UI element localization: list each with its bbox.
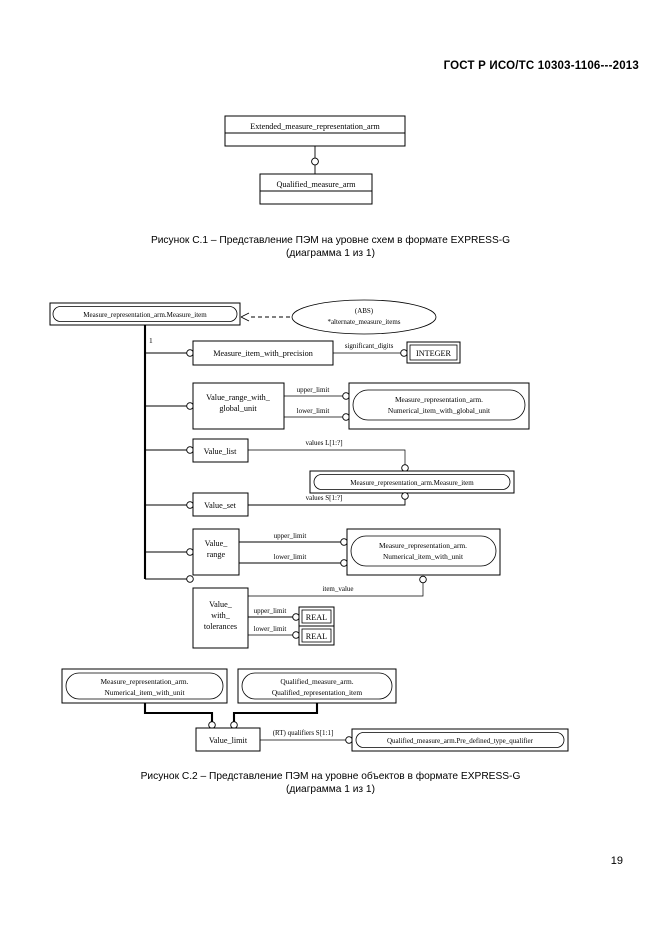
abs-label: (ABS) [355, 307, 374, 315]
node-extended-measure-representation-arm: Extended_measure_representation_arm [224, 115, 406, 147]
edge-label: upper_limit [297, 386, 330, 394]
node-label-line1: Qualified_measure_arm. [280, 677, 353, 686]
edge-values-set: values S[1:?] [248, 492, 409, 506]
subtype-rail: 1 [143, 325, 187, 580]
node-label: Extended_measure_representation_arm [250, 122, 380, 131]
edge-label: significant_digits [345, 342, 394, 350]
node-value-limit: Value_limit [195, 727, 261, 752]
edge-lower-limit-real: lower_limit [248, 625, 300, 639]
edge-lower-limit-global: lower_limit [284, 407, 350, 421]
edge-upper-limit-real: upper_limit [248, 607, 300, 621]
edge-label: lower_limit [297, 407, 330, 415]
node-value-list: Value_list [186, 438, 249, 463]
node-real-lower: REAL [298, 625, 335, 646]
caption-line-1: Рисунок С.1 – Представление ПЭМ на уровн… [150, 235, 511, 246]
edge-label: lower_limit [274, 553, 307, 561]
edge-label: upper_limit [254, 607, 287, 615]
edge-rt-qualifiers: (RT) qualifiers S[1:1] [260, 729, 353, 744]
connector-supertype-brackets [143, 703, 319, 729]
node-label: Measure_representation_arm.Measure_item [83, 311, 207, 319]
caption-line-2: (диаграмма 1 из 1) [286, 248, 375, 259]
edge-values-list: values L[1:?] [248, 439, 409, 472]
node-value-set: Value_set [186, 492, 249, 517]
node-label: Value_limit [209, 736, 248, 745]
figure-c2-diagram: Measure_representation_arm.Measure_item … [49, 299, 569, 752]
edge-label: item_value [322, 585, 353, 593]
edge-abs-to-measure-item [240, 312, 290, 322]
node-measure-item-ref: Measure_representation_arm.Measure_item [309, 470, 515, 494]
node-label-line1: Measure_representation_arm. [100, 677, 188, 686]
node-label: REAL [306, 613, 327, 622]
caption-line-2: (диаграмма 1 из 1) [286, 784, 375, 795]
node-label-line2: Numerical_item_with_unit [383, 552, 464, 561]
node-value-range: Value_ range [186, 528, 240, 576]
node-label: REAL [306, 632, 327, 641]
node-numerical-item-with-global-unit: Measure_representation_arm. Numerical_it… [348, 382, 530, 430]
node-label-line1: Value_ [205, 539, 229, 548]
figure-c1-diagram: Extended_measure_representation_arm Qual… [224, 115, 406, 205]
caption-line-1: Рисунок С.2 – Представление ПЭМ на уровн… [140, 771, 521, 782]
page-number: 19 [610, 855, 623, 867]
node-label-line1: Value_range_with_ [206, 393, 271, 402]
edge-label: (RT) qualifiers S[1:1] [273, 729, 334, 737]
edge-upper-limit-unit: upper_limit [239, 532, 348, 546]
edge-upper-limit-global: upper_limit [284, 386, 350, 400]
node-alternate-measure-items: (ABS) *alternate_measure_items [291, 299, 437, 335]
edge-label: values S[1:?] [306, 494, 343, 502]
node-label-line2: Numerical_item_with_global_unit [388, 406, 491, 415]
node-qualified-representation-item: Qualified_measure_arm. Qualified_represe… [237, 668, 397, 704]
edge-label: lower_limit [254, 625, 287, 633]
node-label-line2: Qualified_representation_item [272, 688, 363, 697]
figure-c2-caption: Рисунок С.2 – Представление ПЭМ на уровн… [0, 770, 661, 796]
node-measure-item: Measure_representation_arm.Measure_item [49, 302, 241, 326]
node-label-line1: Measure_representation_arm. [379, 541, 467, 550]
node-label-line2: with_ [211, 611, 231, 620]
document-header: ГОСТ Р ИСО/ТС 10303-1106---2013 [443, 60, 639, 72]
node-label: Qualified_measure_arm [276, 180, 356, 189]
node-label: Measure_item_with_precision [213, 349, 313, 358]
node-label: Qualified_measure_arm.Pre_defined_type_q… [387, 737, 534, 745]
node-label: INTEGER [416, 349, 452, 358]
node-label: Measure_representation_arm.Measure_item [350, 479, 474, 487]
node-label-line1: Value_ [209, 600, 233, 609]
connector-schema-link [311, 146, 319, 174]
cardinality-label: 1 [149, 336, 153, 345]
node-label: Value_set [204, 501, 237, 510]
node-pre-defined-type-qualifier: Qualified_measure_arm.Pre_defined_type_q… [351, 728, 569, 752]
node-numerical-item-with-unit: Measure_representation_arm. Numerical_it… [346, 528, 501, 576]
node-label: Value_list [204, 447, 237, 456]
node-numerical-item-with-unit-bottom: Measure_representation_arm. Numerical_it… [61, 668, 228, 704]
node-integer: INTEGER [406, 341, 461, 364]
edge-label: values L[1:?] [305, 439, 342, 447]
node-label-line2: range [207, 550, 226, 559]
node-label-line2: global_unit [219, 404, 257, 413]
edge-lower-limit-unit: lower_limit [239, 553, 348, 567]
node-label-line2: Numerical_item_with_unit [104, 688, 185, 697]
node-real-upper: REAL [298, 606, 335, 627]
edge-label: upper_limit [274, 532, 307, 540]
node-value-range-with-global-unit: Value_range_with_ global_unit [186, 382, 285, 430]
node-qualified-measure-arm: Qualified_measure_arm [259, 173, 373, 205]
edge-item-value: item_value [248, 575, 427, 597]
node-value-with-tolerances: Value_ with_ tolerances [186, 575, 249, 649]
node-label-line3: tolerances [204, 622, 237, 631]
node-measure-item-with-precision: Measure_item_with_precision [186, 340, 334, 366]
alternate-items-label: *alternate_measure_items [327, 318, 400, 326]
edge-significant-digits: significant_digits [333, 342, 408, 357]
figure-c1-caption: Рисунок С.1 – Представление ПЭМ на уровн… [0, 234, 661, 260]
node-label-line1: Measure_representation_arm. [395, 395, 483, 404]
